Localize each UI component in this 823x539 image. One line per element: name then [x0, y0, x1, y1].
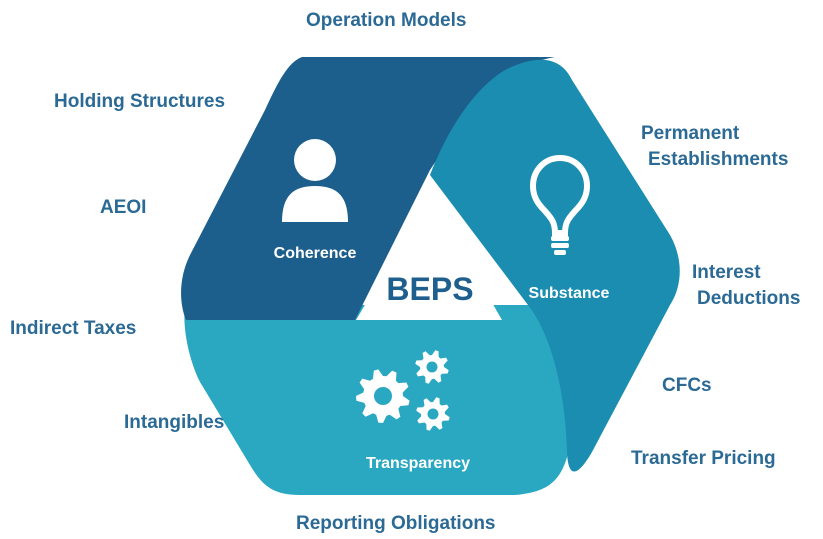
topic-permanent-line2: Establishments [648, 149, 789, 170]
topic-permanent-establishments: Permanent Establishments [641, 121, 788, 173]
topic-holding-structures-text: Holding Structures [54, 91, 226, 112]
topic-cfcs: CFCs [662, 373, 712, 399]
gear-hole [427, 408, 439, 420]
lightbulb-icon [529, 154, 591, 255]
topic-aeoi-text: AEOI [100, 197, 147, 218]
gears-icon [356, 350, 450, 431]
topic-transfer-pricing-text: Transfer Pricing [631, 448, 776, 469]
topic-cfcs-text: CFCs [662, 375, 712, 396]
person-icon [282, 139, 348, 222]
topic-operation-models: Operation Models [306, 8, 466, 34]
segment-label-coherence: Coherence [274, 245, 357, 262]
center-label: BEPS [386, 271, 473, 307]
gear-hole [426, 361, 438, 373]
topic-interest-deductions: Interest Deductions [692, 260, 800, 312]
topic-reporting-obligations-text: Reporting Obligations [296, 513, 496, 534]
segment-substance [430, 59, 680, 472]
topic-reporting-obligations: Reporting Obligations [296, 511, 496, 537]
topic-indirect-taxes: Indirect Taxes [10, 316, 136, 342]
topic-intangibles: Intangibles [124, 410, 224, 436]
topic-operation-models-text: Operation Models [306, 10, 467, 31]
gear-hole [374, 387, 392, 405]
center-triangle [356, 195, 502, 320]
topic-aeoi: AEOI [100, 195, 146, 221]
topic-intangibles-text: Intangibles [124, 412, 225, 433]
segment-label-transparency: Transparency [366, 455, 470, 472]
topic-transfer-pricing: Transfer Pricing [631, 446, 776, 472]
topic-permanent-line1: Permanent [641, 123, 740, 144]
topic-interest-line1: Interest [692, 262, 761, 283]
segment-label-substance: Substance [529, 285, 610, 302]
topic-interest-line2: Deductions [697, 288, 801, 309]
topic-indirect-taxes-text: Indirect Taxes [10, 318, 137, 339]
topic-holding-structures: Holding Structures [54, 89, 225, 115]
